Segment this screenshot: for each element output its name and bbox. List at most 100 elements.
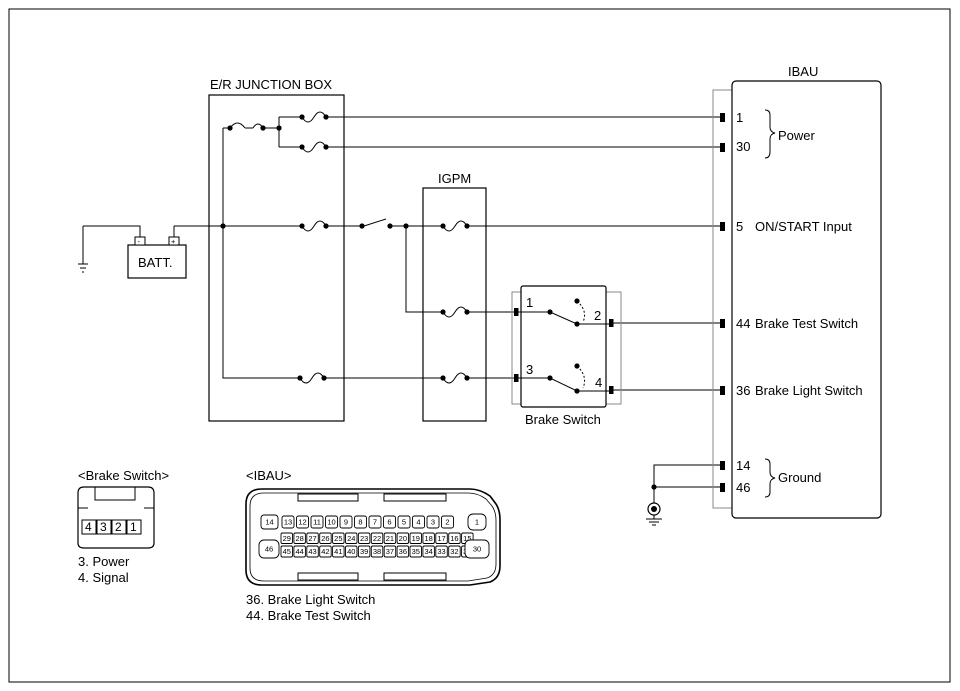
ibau-connector-pin-label: 33 <box>437 547 445 556</box>
ibau-connector-pin-box <box>306 545 319 558</box>
ibau-connector-pin-box <box>354 515 367 529</box>
ibau-pin-46: 46 <box>736 480 750 495</box>
ibau-connector-pin-box <box>422 545 435 558</box>
ibau-connector-pin-box <box>280 532 293 544</box>
ibau-connector-pin-box <box>325 515 338 529</box>
ibau-connector-pin-box <box>426 515 440 529</box>
ibau-connector-pin-label: 21 <box>386 534 394 543</box>
battery: - + BATT. <box>127 236 187 279</box>
brake-connector-note: 3. Power <box>78 554 130 569</box>
ibau-connector-pin-label: 27 <box>308 534 316 543</box>
ibau-connector-pin-label: 20 <box>399 534 407 543</box>
ibau-connector-pin-label: 32 <box>450 547 458 556</box>
ibau-connector-pin-box <box>357 545 371 558</box>
ibau-module: IBAU 1 30 5 ON/START Input 44 Brake Test… <box>712 64 882 519</box>
ground-brace <box>764 458 776 498</box>
ibau-connector-pin-label: 39 <box>360 547 368 556</box>
ibau-connector-pin-box <box>368 515 382 529</box>
ibau-connector-pin-label: 43 <box>308 547 316 556</box>
ibau-pin-14: 14 <box>736 458 750 473</box>
ibau-pin-44-label: Brake Test Switch <box>755 316 858 331</box>
ibau-connector-pin-label: 37 <box>386 547 394 556</box>
ibau-connector-pin-label: 42 <box>321 547 329 556</box>
fuse-symbol <box>442 372 468 384</box>
brake-connector-pin: 1 <box>130 520 137 534</box>
er-junction-box-label: E/R JUNCTION BOX <box>210 77 332 92</box>
ibau-connector-pin-label: 5 <box>402 518 406 527</box>
ibau-connector-pin-box <box>409 545 422 558</box>
ibau-connector-pin-box <box>422 532 435 544</box>
ibau-connector-pin-label: 17 <box>437 534 445 543</box>
ibau-connector-pin-label: 2 <box>445 518 449 527</box>
ibau-connector-pin-box <box>397 515 411 529</box>
ibau-connector-pin-label: 23 <box>360 534 368 543</box>
brake-connector-pin: 2 <box>115 520 122 534</box>
ibau-connector-pin-box <box>306 532 319 544</box>
brake-switch: 1 2 3 4 Brake Switch <box>511 285 622 427</box>
ibau-connector-pin-box <box>339 515 353 529</box>
ibau-connector-note: 44. Brake Test Switch <box>246 608 371 623</box>
ibau-pin-1: 1 <box>736 110 743 125</box>
ibau-connector-pin-label: 18 <box>424 534 432 543</box>
ground-icon <box>646 502 662 526</box>
ibau-connector-pin-box <box>396 545 410 558</box>
switch-pin-2: 2 <box>594 308 601 323</box>
ibau-connector-pin-box <box>383 515 396 529</box>
ibau-connector-pin-box <box>345 532 358 544</box>
igpm-label: IGPM <box>438 171 471 186</box>
er-junction-box: E/R JUNCTION BOX <box>208 77 345 422</box>
ibau-connector-pin-label: 35 <box>412 547 420 556</box>
ibau-connector-pin-box <box>435 545 448 558</box>
brake-connector-pin: 3 <box>100 520 107 534</box>
ibau-connector-pin-label: 34 <box>424 547 432 556</box>
ibau-connector-pin-label: 25 <box>334 534 342 543</box>
ibau-connector-pin-box <box>296 515 309 529</box>
ibau-connector-pin-label: 19 <box>412 534 420 543</box>
ibau-connector-pin-box <box>345 545 358 558</box>
ibau-connector-pin-label: 36 <box>399 547 407 556</box>
battery-negative-label: - <box>138 237 141 246</box>
igpm-box: IGPM <box>422 171 487 422</box>
ibau-connector-pin-box <box>412 515 425 529</box>
ibau-connector-pin-box <box>260 514 279 530</box>
ibau-pin-5-label: ON/START Input <box>755 219 852 234</box>
ibau-connector-pin-box <box>319 532 332 544</box>
ibau-connector-pin-label: 29 <box>283 534 291 543</box>
ibau-pin-30: 30 <box>736 139 750 154</box>
ibau-connector-pin-box <box>370 532 384 544</box>
switch-pin-3: 3 <box>526 362 533 377</box>
ignition-switch-symbol <box>363 218 387 227</box>
ibau-connector-pin-box <box>370 545 384 558</box>
ibau-connector-pin-label: 45 <box>283 547 291 556</box>
battery-label: BATT. <box>138 255 172 270</box>
ibau-pin-36-label: Brake Light Switch <box>755 383 863 398</box>
ibau-connector-pin-box <box>357 532 371 544</box>
ibau-connector-pin-label: 10 <box>327 518 335 527</box>
ibau-connector-title: <IBAU> <box>246 468 292 483</box>
wires <box>78 114 722 505</box>
ibau-connector-pin-box <box>448 532 461 544</box>
ibau-connector-pin-box <box>409 532 422 544</box>
ibau-connector-pin-label: 16 <box>450 534 458 543</box>
diagram-frame <box>8 8 951 683</box>
ibau-connector-pin-label: 1 <box>475 518 479 527</box>
ibau-connector-pin-label: 24 <box>347 534 355 543</box>
ibau-connector-pin-label: 13 <box>284 518 292 527</box>
ibau-connector-pin-label: 30 <box>473 545 481 554</box>
ibau-connector-pin-label: 26 <box>321 534 329 543</box>
ibau-connector-pin-box <box>464 539 490 559</box>
brake-connector-pin: 4 <box>85 520 92 534</box>
ibau-pin-44: 44 <box>736 316 750 331</box>
brake-switch-label: Brake Switch <box>525 412 601 427</box>
ibau-connector-pin-box <box>293 545 306 558</box>
ibau-connector-pin-label: 38 <box>373 547 381 556</box>
ibau-connector-note: 36. Brake Light Switch <box>246 592 375 607</box>
ibau-connector-pin-box <box>293 532 306 544</box>
ibau-connector-pin-label: 14 <box>265 518 273 527</box>
ibau-connector-pin-label: 28 <box>295 534 303 543</box>
ibau-connector-pin-box <box>332 532 345 544</box>
ibau-connector-pin-label: 4 <box>416 518 420 527</box>
fuse-symbol <box>301 220 327 232</box>
